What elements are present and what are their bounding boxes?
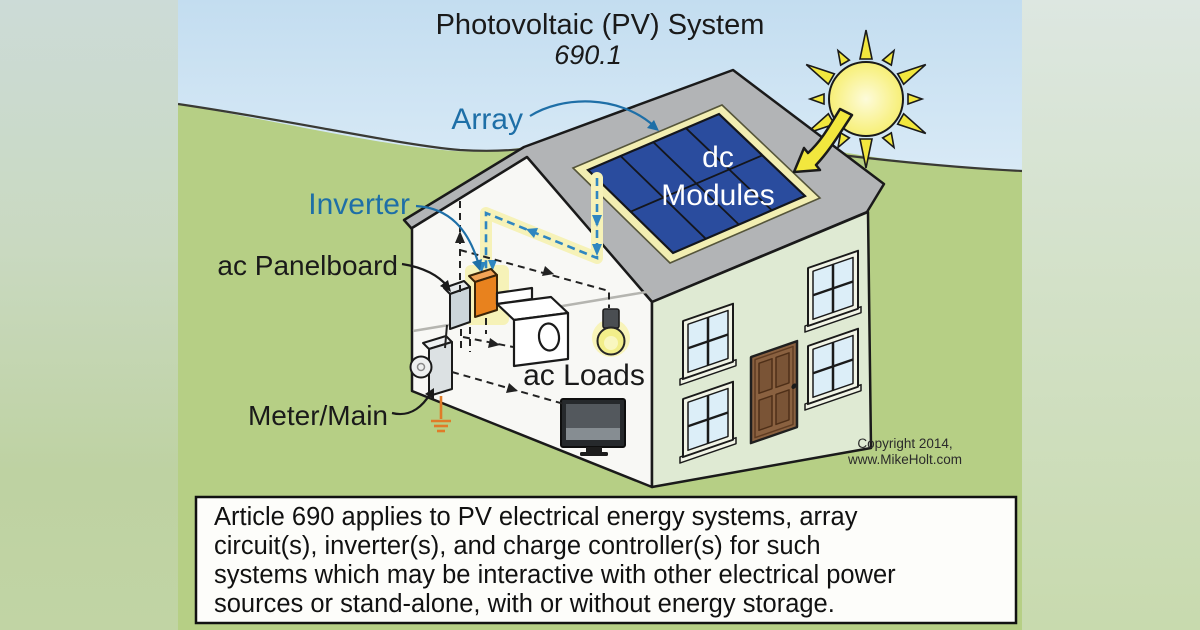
meter-main-leader — [391, 393, 431, 416]
bulb-socket — [602, 308, 620, 329]
array-leader — [529, 100, 655, 127]
inverter-box — [468, 268, 498, 318]
house-window — [804, 249, 862, 333]
house-window — [804, 327, 862, 411]
sunlight-arrow-icon — [792, 107, 854, 174]
copyright-line2: www.MikeHolt.com — [847, 452, 962, 467]
washer-icon — [495, 286, 570, 368]
house-window — [679, 380, 737, 464]
article-line-3: systems which may be interactive with ot… — [214, 561, 896, 589]
solar-array: dc Modules — [571, 104, 822, 264]
inverter-label: Inverter — [308, 188, 410, 221]
ac-wire-to-tv — [451, 371, 565, 405]
equipment — [409, 268, 630, 456]
dc-modules-label-line1: dc — [702, 141, 734, 174]
house-door — [749, 339, 799, 445]
diagram-title: Photovoltaic (PV) System — [436, 9, 765, 41]
ac-panelboard-box — [443, 280, 471, 330]
ac-wire-to-washer — [462, 336, 514, 348]
dc-modules-label-line2: Modules — [661, 179, 774, 212]
meter-main-box — [409, 335, 453, 397]
array-label: Array — [451, 103, 523, 136]
code-section: 690.1 — [554, 40, 622, 70]
left-edge-band — [0, 0, 178, 630]
article-line-4: sources or stand-alone, with or without … — [214, 590, 835, 618]
right-edge-band — [1022, 0, 1200, 630]
ac-loads-label: ac Loads — [523, 359, 645, 392]
horizon-line-right — [840, 153, 1023, 173]
copyright-line1: Copyright 2014, — [857, 436, 952, 451]
service-conduit — [444, 324, 448, 349]
ac-wiring — [451, 200, 610, 405]
ac-wire-to-bulb — [459, 249, 610, 308]
house-windows — [679, 249, 862, 464]
washer-door — [537, 322, 561, 352]
dc-flow-arrows — [477, 215, 602, 273]
house-window — [679, 302, 737, 386]
meter-dial — [409, 355, 433, 379]
door-knob — [791, 383, 797, 389]
module-grid — [619, 127, 773, 240]
inverter-leader — [415, 204, 480, 263]
article-line-2: circuit(s), inverter(s), and charge cont… — [214, 532, 821, 560]
ac-panelboard-label: ac Panelboard — [217, 250, 398, 281]
article-box-frame — [194, 495, 1018, 625]
copyright-notice: Copyright 2014, www.MikeHolt.com — [847, 436, 962, 467]
tv-icon — [560, 398, 626, 456]
meter-main-label: Meter/Main — [248, 400, 388, 431]
ac-flow-arrows — [455, 231, 554, 393]
article-line-1: Article 690 applies to PV electrical ene… — [214, 503, 858, 531]
article-690-box: Article 690 applies to PV electrical ene… — [194, 495, 1018, 625]
light-bulb-icon — [592, 308, 630, 357]
ground-wire — [431, 396, 451, 433]
callouts: Array Inverter ac Panelboard Meter/Main … — [217, 100, 659, 431]
